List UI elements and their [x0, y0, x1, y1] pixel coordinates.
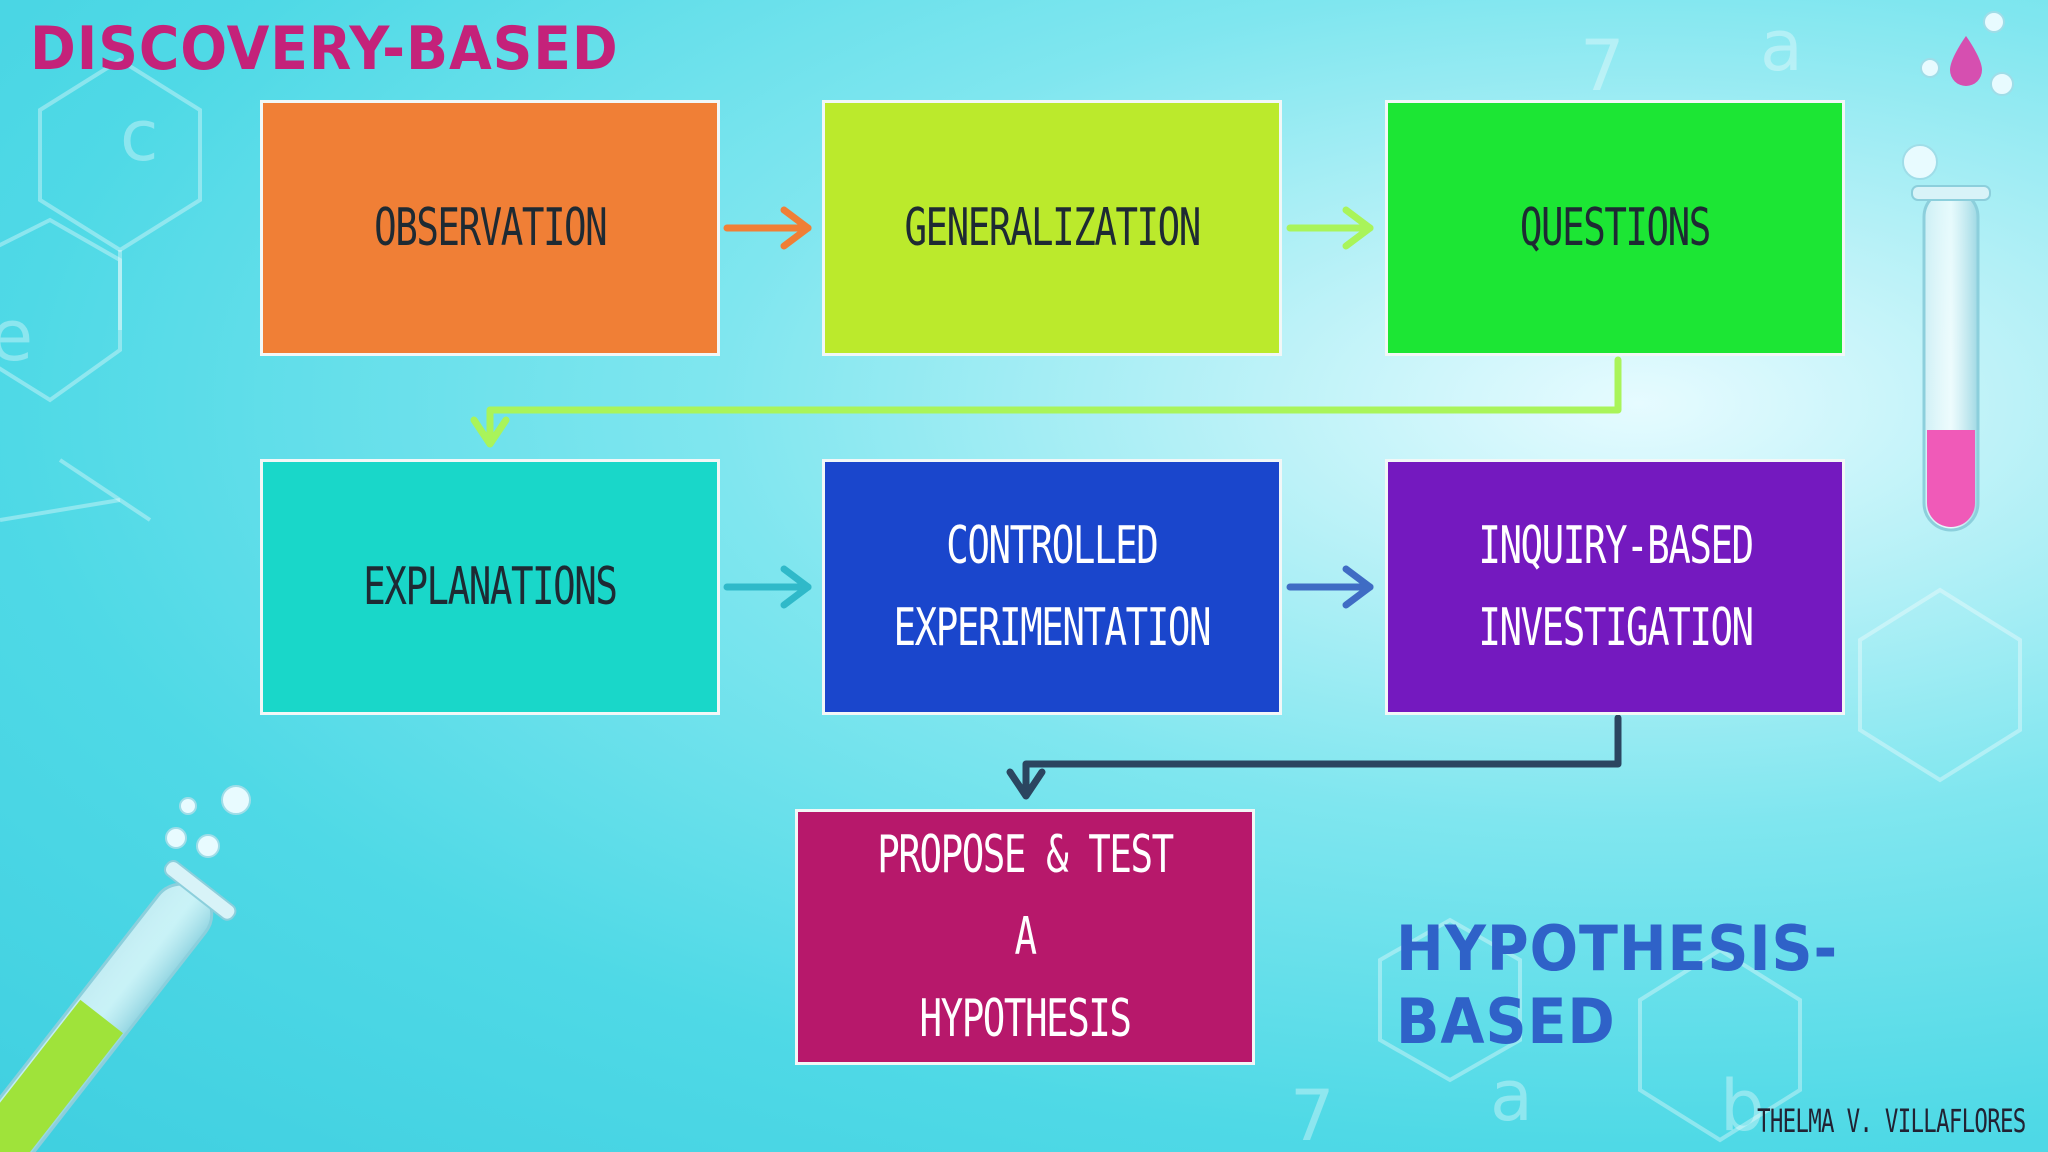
- generalization-label: GENERALIZATION: [904, 198, 1201, 258]
- controlled-experimentation-label: CONTROLLED EXPERIMENTATION: [893, 516, 1212, 658]
- propose-test-hypothesis-box: PROPOSE & TEST A HYPOTHESIS: [795, 809, 1255, 1065]
- inquiry-based-investigation-box: INQUIRY-BASED INVESTIGATION: [1385, 459, 1845, 715]
- hypothesis-based-title: HYPOTHESIS-BASED: [1396, 912, 1839, 1058]
- discovery-based-title: DISCOVERY-BASED: [30, 14, 619, 84]
- svg-text:b: b: [1720, 1065, 1764, 1147]
- controlled-experimentation-box: CONTROLLED EXPERIMENTATION: [822, 459, 1282, 715]
- questions-label: QUESTIONS: [1520, 198, 1711, 258]
- svg-text:7: 7: [1580, 25, 1625, 107]
- svg-text:c: c: [120, 95, 159, 177]
- observation-label: OBSERVATION: [373, 198, 608, 258]
- explanations-box: EXPLANATIONS: [260, 459, 720, 715]
- propose-test-hypothesis-label: PROPOSE & TEST A HYPOTHESIS: [877, 825, 1174, 1049]
- droplet-icon: [1950, 36, 1982, 86]
- svg-text:a: a: [1760, 5, 1803, 87]
- test-tube-icon: [1911, 185, 1991, 532]
- generalization-box: GENERALIZATION: [822, 100, 1282, 356]
- svg-text:a: a: [1490, 1055, 1533, 1137]
- observation-box: OBSERVATION: [260, 100, 720, 356]
- author-credit: THELMA V. VILLAFLORES: [1757, 1102, 2026, 1140]
- bubble-icon: [165, 11, 2014, 858]
- svg-text:7: 7: [1290, 1075, 1335, 1152]
- explanations-label: EXPLANATIONS: [363, 557, 618, 617]
- inquiry-based-investigation-label: INQUIRY-BASED INVESTIGATION: [1477, 516, 1754, 658]
- svg-text:e: e: [0, 295, 33, 377]
- questions-box: QUESTIONS: [1385, 100, 1845, 356]
- test-tube-icon: [0, 860, 237, 1152]
